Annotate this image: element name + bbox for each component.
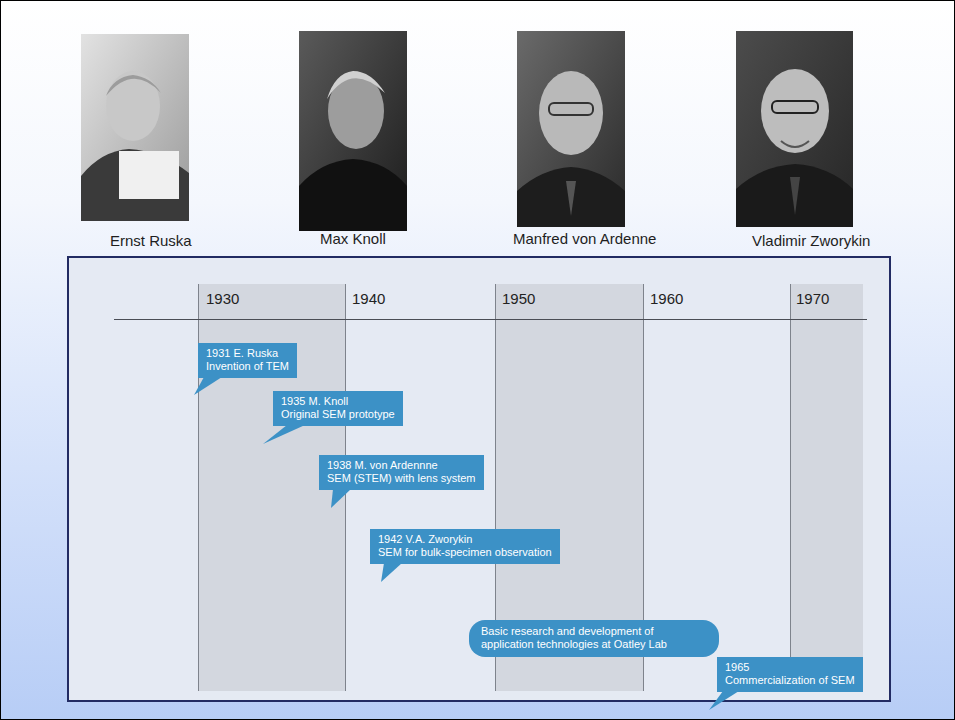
timeline-frame <box>68 257 890 701</box>
portrait-photo <box>517 31 625 227</box>
year-label: 1950 <box>502 290 535 307</box>
timeline-callout: 1965Commercialization of SEM <box>717 657 863 692</box>
callout-text: Commercialization of SEM <box>725 674 855 687</box>
callout-heading: 1938 M. von Ardennne <box>327 459 476 472</box>
timeline-callout: 1935 M. KnollOriginal SEM prototype <box>273 391 403 426</box>
callout-heading: Basic research and development of applic… <box>481 625 707 651</box>
timeline-callout: 1938 M. von ArdennneSEM (STEM) with lens… <box>319 455 484 490</box>
callout-tail <box>198 378 199 379</box>
year-label: 1970 <box>796 290 829 307</box>
timeline-callout: 1931 E. RuskaInvention of TEM <box>198 343 297 378</box>
callout-text: SEM (STEM) with lens system <box>327 472 476 485</box>
callout-heading: 1965 <box>725 661 855 674</box>
callout-tail <box>273 426 274 427</box>
callout-text: SEM for bulk-specimen observation <box>378 546 552 559</box>
callout-tail <box>370 564 371 565</box>
portrait-photo <box>736 31 853 227</box>
timeline-callout: Basic research and development of applic… <box>469 620 719 657</box>
portrait-photo <box>299 31 407 231</box>
person-name: Max Knoll <box>320 230 386 247</box>
callout-text: Invention of TEM <box>206 360 289 373</box>
callout-tail <box>319 490 320 491</box>
year-label: 1940 <box>352 290 385 307</box>
person-name: Vladimir Zworykin <box>752 232 870 249</box>
person-name: Ernst Ruska <box>110 232 192 249</box>
callout-text: Original SEM prototype <box>281 408 395 421</box>
timeline-callout: 1942 V.A. ZworykinSEM for bulk-specimen … <box>370 529 560 564</box>
year-label: 1960 <box>650 290 683 307</box>
person-name: Manfred von Ardenne <box>513 230 656 247</box>
callout-heading: 1935 M. Knoll <box>281 395 395 408</box>
callout-heading: 1942 V.A. Zworykin <box>378 533 552 546</box>
year-label: 1930 <box>206 290 239 307</box>
callout-tail <box>717 692 718 693</box>
portrait-photo <box>81 34 189 221</box>
callout-heading: 1931 E. Ruska <box>206 347 289 360</box>
